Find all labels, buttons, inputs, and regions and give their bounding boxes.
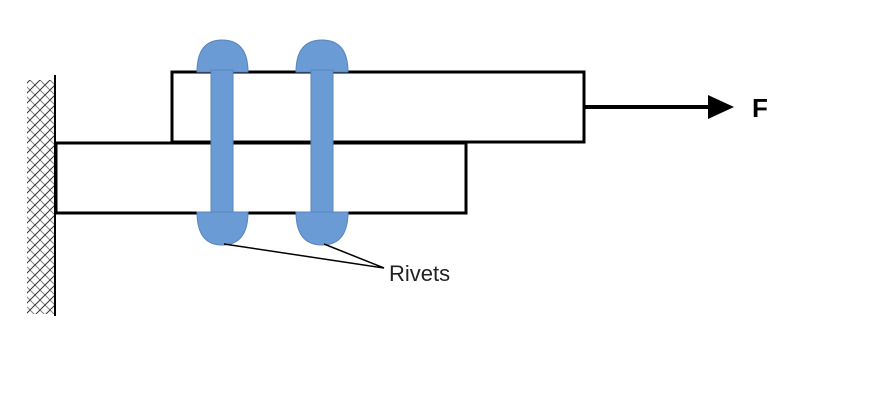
force-label: F (752, 93, 768, 123)
force-arrow-head (708, 95, 734, 119)
rivet-left-top-head (196, 39, 249, 73)
rivet-right (295, 39, 349, 246)
leader-line-left (223, 243, 385, 269)
leader-line-right (323, 243, 385, 269)
force-arrow (584, 95, 734, 119)
rivet-left (196, 39, 249, 246)
rivets-callout-leaders (223, 243, 385, 269)
rivets-label: Rivets (389, 261, 450, 286)
rivet-right-bottom-head (295, 211, 349, 246)
upper-plate (170, 70, 586, 144)
fixed-wall-support (27, 75, 56, 316)
lower-plate (54, 141, 468, 215)
rivet-left-shank (210, 69, 234, 217)
rivet-right-shank (310, 69, 334, 217)
wall-hatch-b (27, 80, 55, 314)
rivet-left-bottom-head (196, 211, 249, 246)
rivet-right-top-head (295, 39, 349, 73)
